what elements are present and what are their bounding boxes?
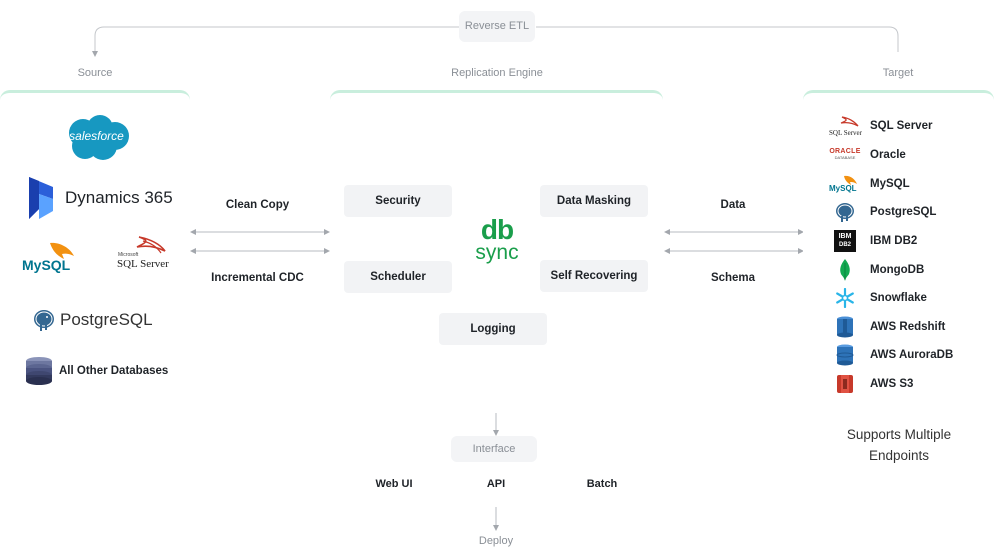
data-label: Data — [720, 199, 746, 211]
snowflake-icon — [828, 287, 862, 309]
postgresql-elephant-icon — [34, 310, 54, 331]
target-item: MongoDB — [828, 258, 924, 282]
api-item: API — [486, 478, 506, 490]
mysql-text: MySQL — [22, 257, 71, 273]
reverse-etl-line — [536, 26, 899, 52]
target-item: SQL Server SQL Server — [828, 114, 932, 138]
oracle-icon: ORACLE DATABASE — [828, 144, 862, 166]
ibm-icon-text: IBM — [838, 233, 852, 240]
target-label: SQL Server — [870, 120, 933, 132]
sqlserver-icon: SQL Server — [828, 115, 862, 137]
endpoints-line-2: Endpoints — [868, 448, 930, 463]
postgresql-logo: PostgreSQL — [32, 306, 172, 334]
logging-feature: Logging — [439, 313, 547, 345]
aws-redshift-icon — [828, 316, 862, 338]
clean-copy-label: Clean Copy — [225, 199, 290, 211]
self-recovering-feature: Self Recovering — [540, 260, 648, 292]
target-sqlserver-icon-text: SQL Server — [829, 129, 862, 137]
schema-label: Schema — [710, 272, 756, 284]
dynamics-text: Dynamics 365 — [65, 188, 173, 207]
batch-item: Batch — [586, 478, 618, 490]
source-heading: Source — [77, 67, 113, 79]
target-item: Snowflake — [828, 286, 927, 310]
data-masking-feature: Data Masking — [540, 185, 648, 217]
dynamics-logo: Dynamics 365 — [27, 177, 177, 219]
target-label: IBM DB2 — [870, 235, 918, 247]
incremental-cdc-label: Incremental CDC — [211, 272, 304, 284]
target-label: MongoDB — [870, 264, 925, 276]
reverse-etl-line-left — [92, 26, 459, 57]
security-feature: Security — [344, 185, 452, 217]
target-item: IBM DB2 IBM DB2 — [828, 229, 917, 253]
dbsync-logo: db sync — [466, 214, 528, 268]
engine-panel — [330, 90, 663, 403]
web-ui-item: Web UI — [375, 478, 413, 490]
reverse-etl-label: Reverse ETL — [459, 11, 535, 42]
db2-icon-text: DB2 — [838, 242, 851, 248]
target-label: MySQL — [870, 178, 910, 190]
dbsync-logo-bottom: sync — [475, 241, 519, 264]
target-label: Oracle — [870, 149, 906, 161]
interface-label: Interface — [451, 436, 537, 462]
supports-multiple-endpoints: Supports Multiple Endpoints — [830, 424, 968, 466]
target-item: MySQL MySQL — [828, 172, 910, 196]
other-databases-item: All Other Databases — [25, 355, 185, 387]
mysql-logo: MySQL — [20, 240, 88, 276]
target-item: AWS AuroraDB — [828, 343, 953, 367]
aws-s3-icon — [828, 373, 862, 395]
target-heading: Target — [882, 67, 914, 79]
target-mysql-icon-text: MySQL — [829, 184, 857, 193]
target-label: AWS AuroraDB — [870, 349, 954, 361]
mysql-dolphin-icon — [50, 242, 74, 259]
target-label: AWS S3 — [870, 378, 914, 390]
deploy-label: Deploy — [478, 535, 514, 547]
aws-auroradb-icon — [828, 344, 862, 366]
target-label: PostgreSQL — [870, 206, 937, 218]
salesforce-text: salesforce — [69, 129, 124, 143]
target-item: AWS Redshift — [828, 315, 945, 339]
dynamics-icon — [29, 177, 53, 219]
oracle-icon-sub: DATABASE — [834, 155, 856, 160]
target-item: ORACLE DATABASE Oracle — [828, 143, 906, 167]
endpoints-line-1: Supports Multiple — [846, 427, 952, 442]
ibm-db2-icon: IBM DB2 — [828, 230, 862, 252]
target-label: Snowflake — [870, 292, 927, 304]
database-stack-icon — [26, 357, 52, 385]
sqlserver-logo: Microsoft SQL Server — [115, 233, 173, 275]
mysql-icon: MySQL — [828, 173, 862, 195]
sqlserver-small-text: Microsoft — [118, 252, 139, 258]
other-databases-text: All Other Databases — [59, 365, 169, 377]
sqlserver-text: SQL Server — [117, 258, 169, 270]
postgresql-text: PostgreSQL — [60, 310, 153, 329]
target-item: AWS S3 — [828, 372, 913, 396]
oracle-icon-text: ORACLE — [829, 148, 861, 155]
target-label: AWS Redshift — [870, 321, 946, 333]
salesforce-cloud-icon — [69, 115, 129, 160]
target-item: PostgreSQL — [828, 200, 936, 224]
postgresql-icon — [828, 201, 862, 223]
scheduler-feature: Scheduler — [344, 261, 452, 293]
salesforce-logo: salesforce — [63, 114, 130, 161]
dbsync-logo-top: db — [480, 214, 514, 245]
mongodb-icon — [828, 259, 862, 281]
engine-heading: Replication Engine — [451, 67, 543, 79]
sqlserver-icon — [136, 236, 166, 254]
